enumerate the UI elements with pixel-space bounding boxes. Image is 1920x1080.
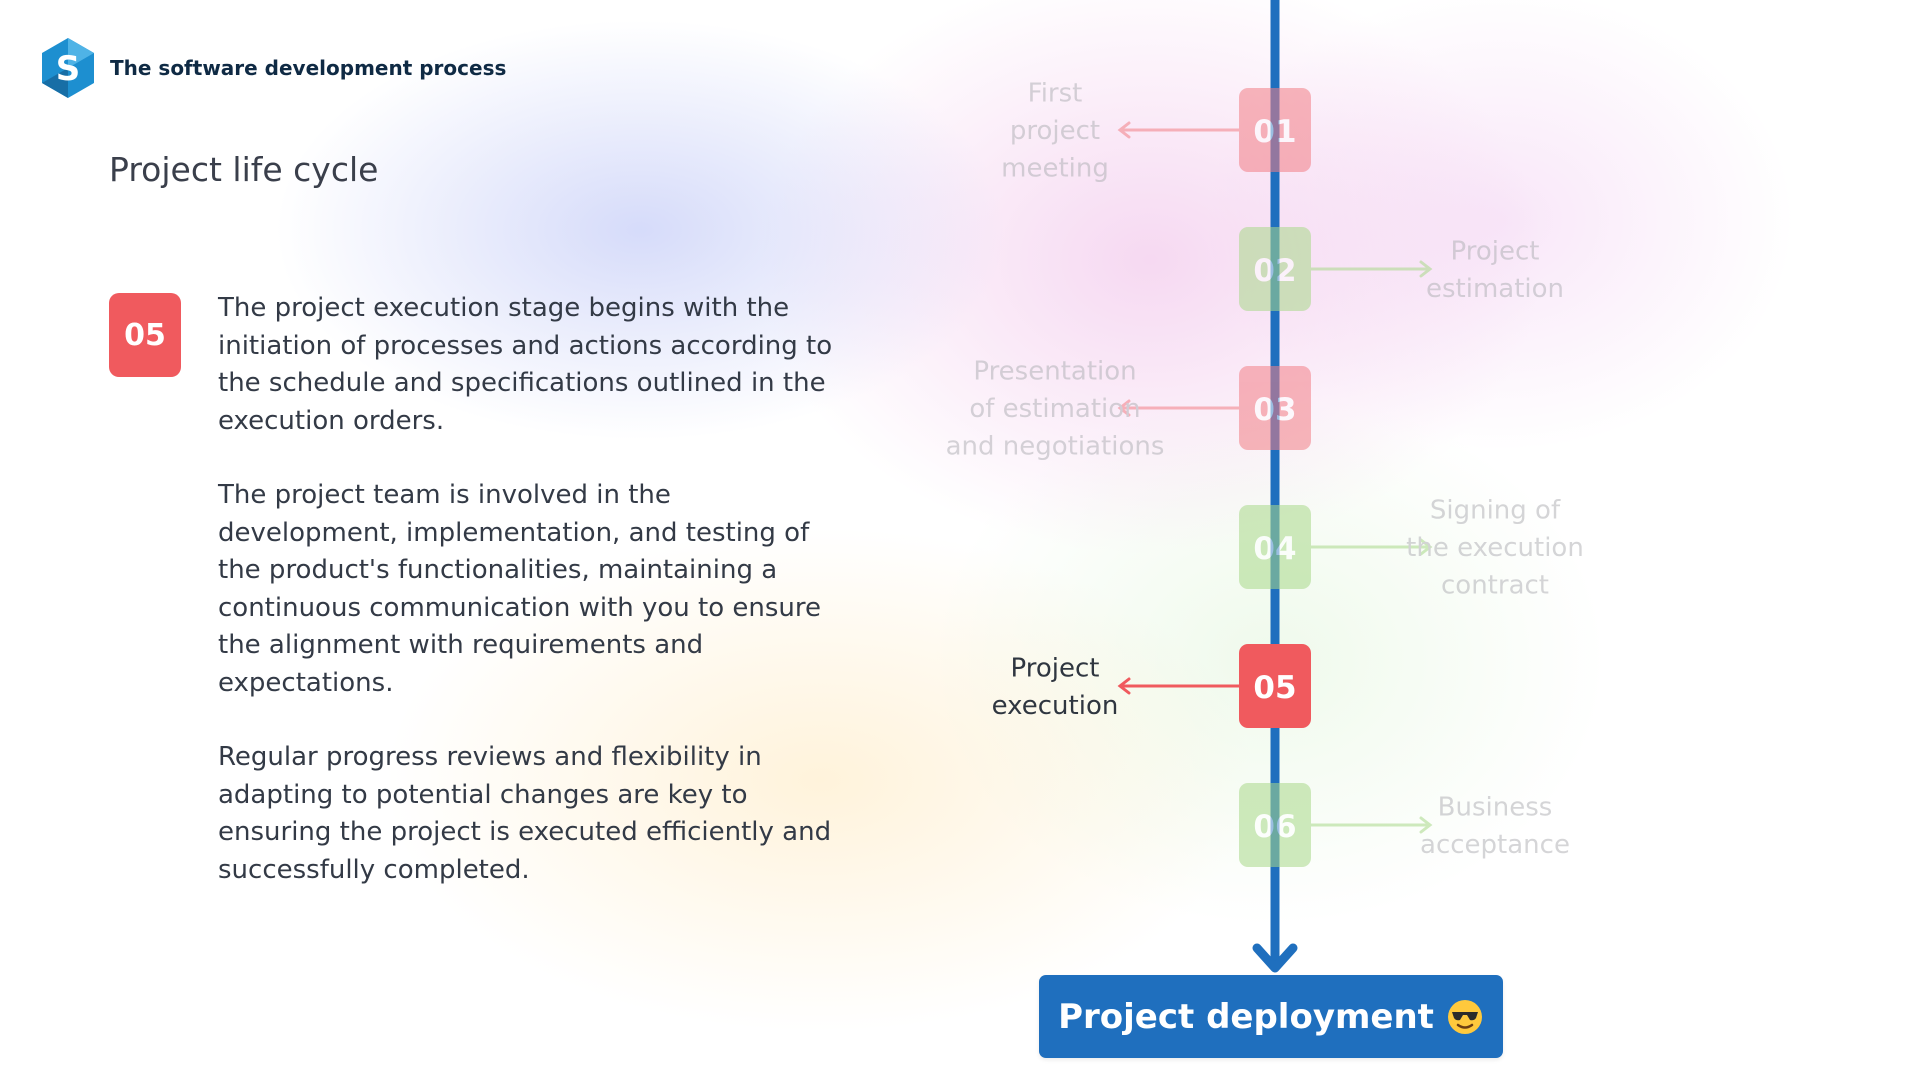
timeline-step-03: 03 Presentation of estimation and negotiati… [946,357,1311,462]
logo-letter: S [56,49,81,89]
timeline-step-06: 06 Business acceptance [1239,783,1570,867]
step-number: 04 [1253,531,1296,567]
step-label: and negotiations [946,432,1165,462]
header-title: The software development process [110,56,507,80]
step-label: of estimation [969,394,1140,424]
description-paragraph: The project execution stage begins with … [218,293,833,436]
step-label: the execution [1406,533,1584,563]
project-deployment-label: Project deployment [1058,996,1434,1037]
sunglasses-smiley-icon [1447,999,1482,1034]
connector-arrow-icon [1419,816,1433,834]
step-number: 03 [1253,392,1296,428]
connector-arrow-icon [1117,677,1131,695]
step-description: The project execution stage begins with … [218,290,858,926]
step-label: contract [1441,571,1549,601]
step-number: 05 [1253,670,1296,706]
step-badge [1239,505,1311,589]
step-label: Project [1011,653,1100,683]
active-step-badge: 05 [109,293,181,377]
step-label: First [1028,79,1083,109]
step-label: execution [992,691,1119,721]
timeline-step-04: 04 Signing of the execution contract [1239,496,1584,601]
step-label: Project [1451,236,1540,266]
step-badge [1239,88,1311,172]
description-paragraph: Regular progress reviews and flexibility… [218,742,832,885]
step-badge [1239,227,1311,311]
step-label: Presentation [973,357,1136,387]
step-number: 02 [1253,253,1296,289]
step-label: meeting [1001,154,1109,184]
step-label: estimation [1426,274,1564,304]
step-label: project [1010,116,1100,146]
timeline-step-05: 05 Project execution [992,644,1311,728]
connector-arrow-icon [1117,399,1131,417]
step-badge [1239,783,1311,867]
timeline-arrow-icon [1252,943,1298,973]
project-deployment-button[interactable]: Project deployment [1039,975,1503,1058]
page-title: Project life cycle [109,150,379,189]
step-label: Signing of [1430,496,1561,526]
connector-arrow-icon [1419,260,1433,278]
step-number: 01 [1253,114,1296,150]
header: S The software development process [40,36,506,100]
step-number: 06 [1253,809,1296,845]
timeline-step-01: 01 First project meeting [1001,79,1311,184]
step-badge [1239,366,1311,450]
connector-arrow-icon [1117,121,1131,139]
logo-icon: S [42,38,94,98]
description-paragraph: The project team is involved in the deve… [218,480,822,698]
connector-arrow-icon [1419,538,1433,556]
step-label: acceptance [1420,830,1570,860]
step-badge [1239,644,1311,728]
timeline-step-02: 02 Project estimation [1239,227,1564,311]
step-label: Business [1438,792,1553,822]
